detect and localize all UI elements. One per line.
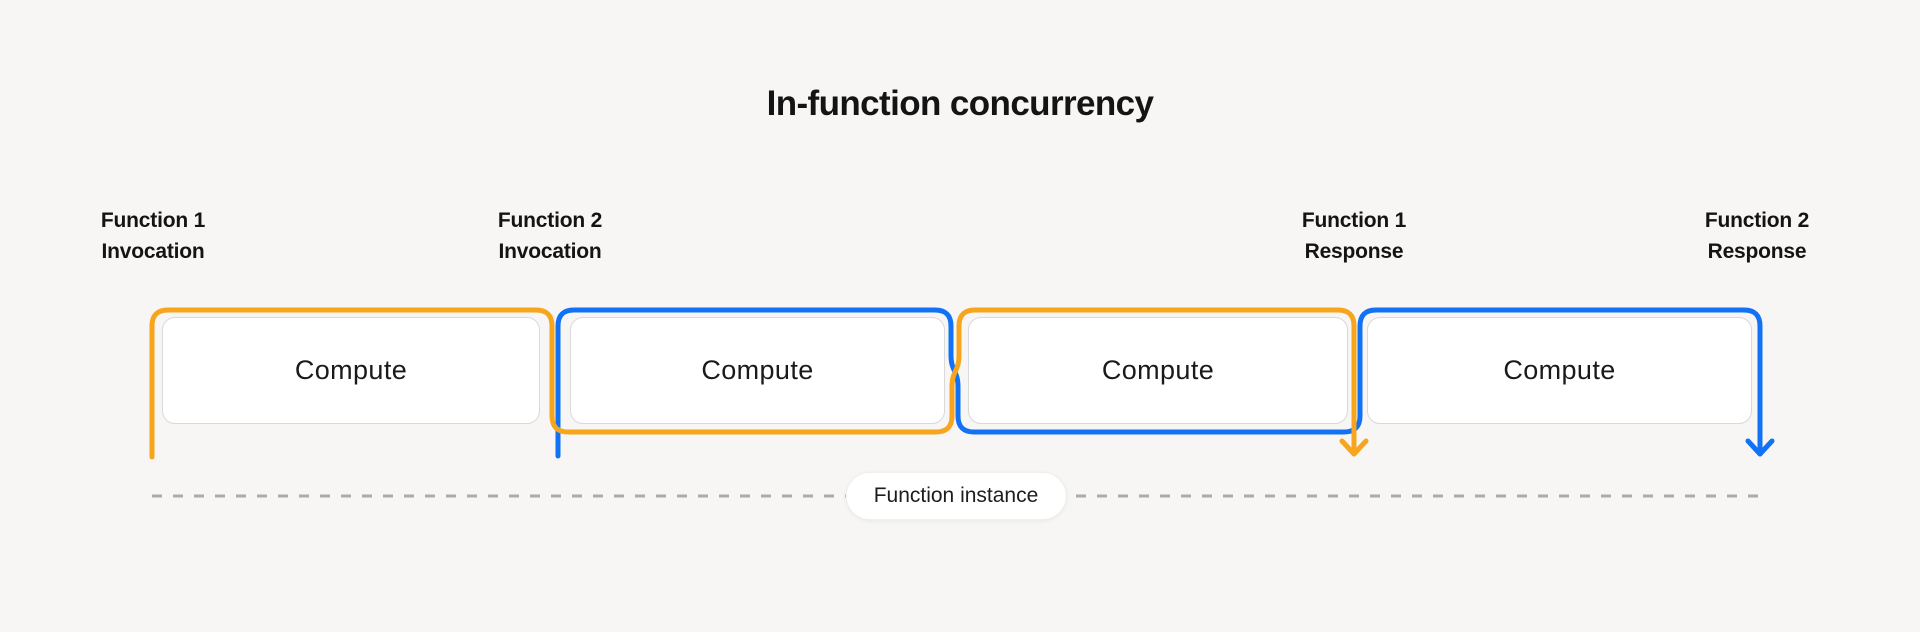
compute-box-2: Compute [570,317,945,424]
compute-label: Compute [1101,355,1215,385]
function1-execution-path [149,307,1357,460]
function1-response-arrow-icon [1339,438,1369,457]
function-instance-pill: Function instance [845,472,1067,520]
function-instance-label: Function instance [873,484,1039,507]
event-label-function2-invocation: Function 2 Invocation [498,205,602,267]
event-label-line: Function 1 [1301,209,1407,232]
function2-response-arrow-icon [1745,438,1775,457]
compute-label: Compute [701,355,814,385]
event-label-function2-response: Function 2 Response [1705,205,1809,267]
event-label-line: Invocation [101,240,205,263]
compute-box-3: Compute [968,317,1348,424]
event-label-line: Function 2 [1704,209,1810,232]
compute-box-1: Compute [162,317,540,424]
compute-label: Compute [294,355,408,385]
event-label-line: Response [1304,240,1404,263]
compute-label: Compute [1503,355,1616,385]
event-label-line: Function 2 [497,209,603,232]
event-label-line: Response [1707,240,1807,263]
event-label-function1-invocation: Function 1 Invocation [101,205,205,267]
diagram-title: In-function concurrency [766,84,1154,123]
function2-execution-path [555,307,1763,459]
compute-box-4: Compute [1367,317,1752,424]
event-label-line: Invocation [498,240,602,263]
event-label-line: Function 1 [100,209,206,232]
event-label-function1-response: Function 1 Response [1302,205,1406,267]
